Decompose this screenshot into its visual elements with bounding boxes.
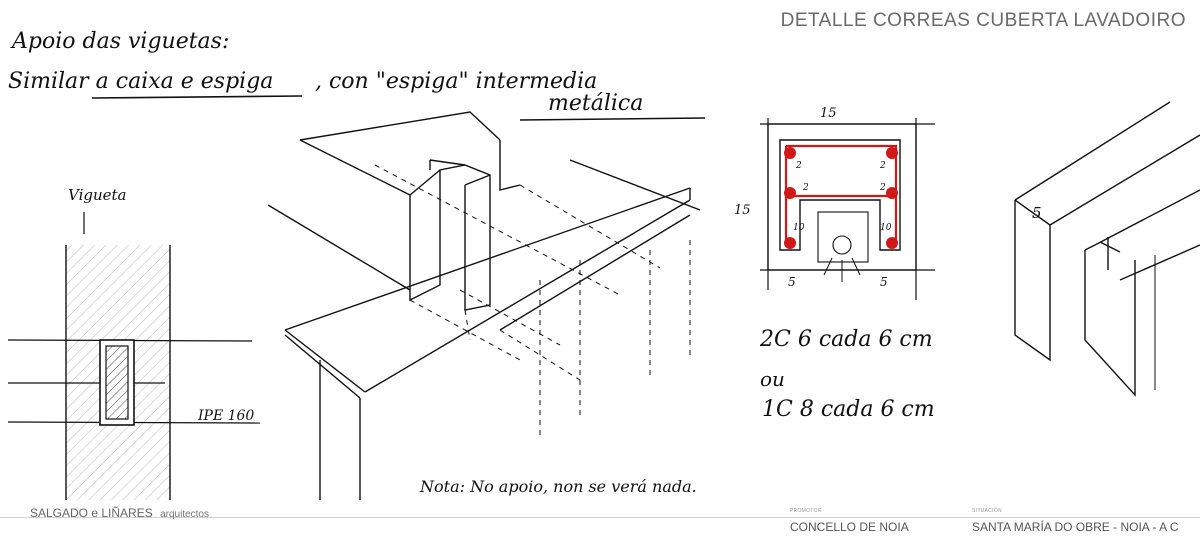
- underline-metalica: [519, 117, 706, 121]
- situacion-label: SITUACIÓN: [972, 508, 1002, 514]
- section-dim-3: 2: [879, 161, 886, 171]
- isometric-joint: [267, 111, 701, 500]
- section-dim-7: 5: [788, 275, 796, 289]
- firm-name: SALGADO e LIÑARES arquitectos: [30, 506, 209, 520]
- note-line1b: , con "espiga" intermedia: [315, 69, 597, 94]
- section-top-dim: 15: [820, 106, 837, 121]
- section-dim-8: 5: [880, 275, 888, 289]
- ipe-label: IPE 160: [197, 408, 254, 424]
- section-dim-2: 2: [802, 183, 809, 193]
- plan-view: Vigueta IPE 160: [7, 186, 261, 500]
- firm-suffix: arquitectos: [160, 509, 209, 520]
- beam-perspective: [1014, 101, 1200, 397]
- rebar-option-1: 2C 6 cada 6 cm: [759, 327, 933, 352]
- note-line1: Similar a caixa e espiga: [8, 69, 273, 94]
- vigueta-label: Vigueta: [68, 186, 126, 204]
- rebar-or: ou: [760, 367, 785, 391]
- promotor-value: CONCELLO DE NOIA: [790, 520, 909, 534]
- page-title: DETALLE CORREAS CUBERTA LAVADOIRO: [780, 10, 1186, 31]
- beam-dim: 5: [1032, 204, 1042, 222]
- section-detail: 15 15 2 2 2 2 10 10 5 5: [734, 106, 935, 300]
- promotor-label: PROMOTOR: [790, 508, 822, 514]
- section-side-dim: 15: [734, 203, 751, 218]
- section-dim-1: 2: [795, 161, 802, 171]
- rebar-option-2: 1C 8 cada 6 cm: [762, 397, 935, 422]
- section-dim-4: 2: [879, 183, 886, 193]
- note-heading: Apoio das viguetas:: [10, 29, 229, 54]
- section-dim-5: 10: [793, 223, 805, 233]
- bottom-note: Nota: No apoio, non se verá nada.: [419, 477, 697, 496]
- note-line2: metálica: [548, 91, 643, 116]
- situacion-value: SANTA MARÍA DO OBRE - NOIA - A C: [972, 520, 1179, 534]
- firm-title: SALGADO e LIÑARES: [30, 506, 153, 520]
- sketch-drawing: Apoio das viguetas: Similar a caixa e es…: [7, 29, 1200, 500]
- underline-caixa: [91, 95, 303, 99]
- steel-insert: [105, 345, 129, 420]
- section-dim-6: 10: [880, 223, 892, 233]
- footer-divider: [0, 517, 1200, 518]
